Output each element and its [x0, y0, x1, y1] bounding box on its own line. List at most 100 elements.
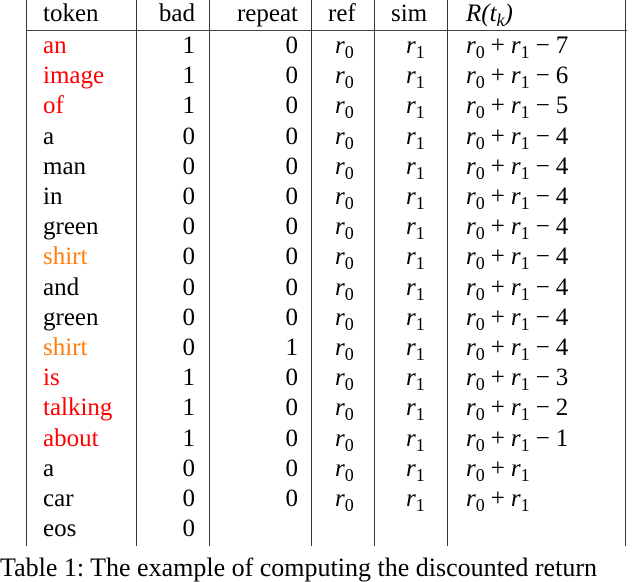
token-cell: man: [43, 152, 87, 180]
token-cell: in: [43, 183, 63, 210]
token-cell: and: [43, 273, 80, 301]
repeat-cell: 0: [285, 273, 299, 301]
ref-cell: r0: [335, 122, 354, 153]
repeat-cell: 0: [285, 92, 299, 120]
return-cell: r0+r1−4: [466, 243, 569, 274]
ref-cell: r0: [335, 485, 354, 515]
repeat-cell: 0: [285, 454, 299, 482]
return-cell: r0+r1−4: [466, 213, 569, 244]
token-cell: an: [43, 32, 67, 59]
return-cell: r0+r1−4: [466, 122, 569, 153]
header-token: token: [43, 0, 99, 27]
sim-cell: r1: [406, 92, 425, 123]
repeat-cell: 0: [285, 213, 299, 241]
return-cell: r0+r1−2: [466, 394, 569, 425]
repeat-cell: 0: [285, 152, 299, 180]
sim-cell: r1: [406, 394, 425, 425]
column-divider: [311, 0, 313, 546]
token-cell: a: [43, 122, 55, 150]
header-return: R(tk): [466, 0, 513, 30]
ref-cell: r0: [335, 213, 354, 244]
return-cell: r0+r1−1: [466, 424, 569, 455]
bad-cell: 1: [182, 92, 196, 120]
sim-cell: r1: [406, 213, 425, 244]
ref-cell: r0: [335, 424, 354, 455]
token-cell: eos: [43, 515, 77, 543]
repeat-cell: 0: [285, 183, 299, 210]
header-separator: [27, 30, 627, 32]
header-bad: bad: [158, 0, 195, 27]
repeat-cell: 0: [285, 303, 299, 331]
bad-cell: 1: [182, 424, 196, 452]
ref-cell: r0: [335, 394, 354, 425]
return-cell: r0+r1−4: [466, 303, 569, 334]
token-cell: of: [43, 92, 64, 120]
column-divider: [209, 0, 211, 546]
bad-cell: 1: [182, 394, 196, 422]
sim-cell: r1: [406, 273, 425, 304]
column-divider: [447, 0, 449, 546]
token-cell: is: [43, 364, 60, 392]
sim-cell: r1: [406, 122, 425, 153]
column-divider: [374, 0, 376, 546]
ref-cell: r0: [335, 334, 354, 364]
token-cell: talking: [43, 394, 113, 422]
token-cell: image: [43, 62, 105, 90]
ref-cell: r0: [335, 152, 354, 183]
sim-cell: r1: [406, 364, 425, 395]
repeat-cell: 0: [285, 32, 299, 59]
sim-cell: r1: [406, 485, 425, 515]
return-cell: r0+r1−7: [466, 32, 569, 62]
token-cell: car: [43, 485, 74, 512]
bad-cell: 1: [182, 364, 196, 392]
bad-cell: 0: [182, 152, 196, 180]
ref-cell: r0: [335, 92, 354, 123]
header-ref: ref: [328, 0, 356, 27]
repeat-cell: 0: [285, 485, 299, 512]
token-cell: shirt: [43, 334, 88, 361]
repeat-cell: 0: [285, 62, 299, 90]
repeat-cell: 0: [285, 122, 299, 150]
sim-cell: r1: [406, 243, 425, 274]
return-cell: r0+r1: [466, 485, 530, 515]
header-sim: sim: [391, 0, 428, 27]
token-cell: a: [43, 454, 55, 482]
token-cell: about: [43, 424, 99, 452]
bad-cell: 0: [182, 454, 196, 482]
repeat-cell: [210, 514, 298, 544]
repeat-cell: 0: [285, 243, 299, 271]
repeat-cell: 0: [285, 364, 299, 392]
sim-cell: r1: [406, 303, 425, 334]
bad-cell: 1: [182, 62, 196, 90]
return-cell: r0+r1: [466, 454, 530, 485]
bad-cell: 0: [182, 213, 196, 241]
ref-cell: r0: [335, 62, 354, 93]
repeat-cell: 0: [285, 424, 299, 452]
return-cell: r0+r1−4: [466, 334, 569, 364]
column-divider: [136, 0, 138, 546]
ref-cell: r0: [335, 454, 354, 485]
bad-cell: 0: [182, 334, 196, 361]
sim-cell: r1: [406, 62, 425, 93]
sim-cell: r1: [406, 183, 425, 213]
return-cell: r0+r1−4: [466, 152, 569, 183]
table-caption: Table 1: The example of computing the di…: [0, 553, 597, 582]
sim-cell: r1: [406, 454, 425, 485]
bad-cell: 0: [182, 515, 196, 543]
ref-cell: r0: [335, 303, 354, 334]
return-cell: r0+r1−4: [466, 273, 569, 304]
table-border-left: [26, 0, 28, 546]
return-cell: r0+r1−4: [466, 183, 569, 213]
ref-cell: r0: [335, 183, 354, 213]
token-cell: green: [43, 303, 99, 331]
sim-cell: r1: [406, 334, 425, 364]
bad-cell: 0: [182, 243, 196, 271]
bad-cell: 0: [182, 303, 196, 331]
bad-cell: 0: [182, 183, 196, 210]
return-cell: r0+r1−6: [466, 62, 569, 93]
bad-cell: 1: [182, 32, 196, 59]
ref-cell: r0: [335, 243, 354, 274]
sim-cell: r1: [406, 152, 425, 183]
table-border-right: [625, 0, 627, 546]
sim-cell: r1: [406, 424, 425, 455]
